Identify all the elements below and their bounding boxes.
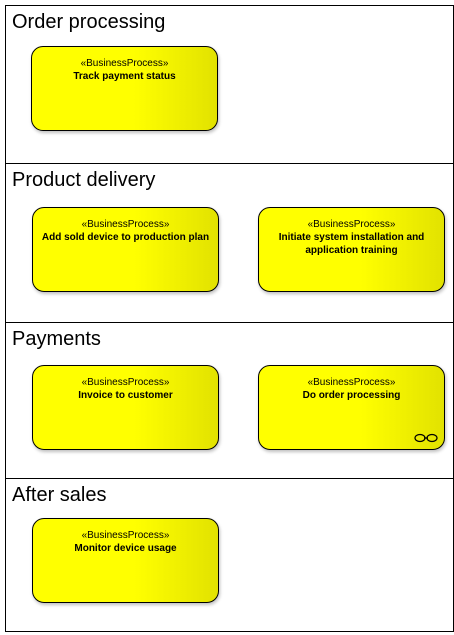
process-name: Monitor device usage	[74, 543, 177, 554]
lane-after-sales: After sales «BusinessProcess» Monitor de…	[5, 478, 454, 632]
process-stereotype: «BusinessProcess»	[307, 219, 396, 230]
lane-payments: Payments «BusinessProcess» Invoice to cu…	[5, 322, 454, 479]
lane-product-delivery: Product delivery «BusinessProcess» Add s…	[5, 163, 454, 323]
process-track-payment-status[interactable]: «BusinessProcess» Track payment status	[31, 46, 218, 131]
process-name: Do order processing	[302, 390, 401, 401]
process-stereotype: «BusinessProcess»	[307, 377, 396, 388]
chain-link-icon	[414, 433, 438, 443]
process-stereotype: «BusinessProcess»	[81, 219, 170, 230]
process-stereotype: «BusinessProcess»	[81, 530, 170, 541]
lane-title: Payments	[12, 328, 101, 350]
process-name: Invoice to customer	[78, 390, 173, 401]
process-initiate-installation[interactable]: «BusinessProcess» Initiate system instal…	[258, 207, 445, 292]
lane-title: After sales	[12, 484, 107, 506]
process-stereotype: «BusinessProcess»	[80, 58, 169, 69]
process-add-sold-device[interactable]: «BusinessProcess» Add sold device to pro…	[32, 207, 219, 292]
lane-order-processing: Order processing «BusinessProcess» Track…	[5, 5, 454, 164]
lane-title: Order processing	[12, 11, 166, 33]
process-name: Add sold device to production plan	[41, 232, 210, 243]
lane-title: Product delivery	[12, 169, 156, 191]
process-invoice-to-customer[interactable]: «BusinessProcess» Invoice to customer	[32, 365, 219, 450]
process-name: Track payment status	[73, 71, 176, 82]
process-do-order-processing[interactable]: «BusinessProcess» Do order processing	[258, 365, 445, 450]
process-monitor-device-usage[interactable]: «BusinessProcess» Monitor device usage	[32, 518, 219, 603]
process-stereotype: «BusinessProcess»	[81, 377, 170, 388]
process-name: Initiate system installation and applica…	[278, 232, 425, 256]
